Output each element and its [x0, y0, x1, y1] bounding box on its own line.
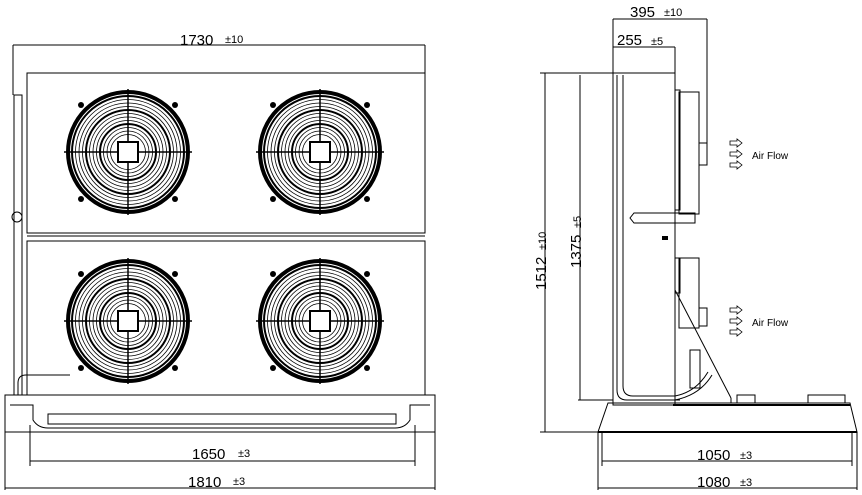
mount-bolt	[364, 102, 370, 108]
mount-bolt	[364, 196, 370, 202]
airflow-label: Air Flow	[752, 318, 789, 329]
fan-hub	[117, 141, 139, 163]
dimension-1512: 1512 ±10	[533, 72, 613, 433]
fan-hub	[117, 310, 139, 332]
fan-guard	[64, 258, 192, 384]
dimension-1080: 1080 ±3	[597, 432, 858, 491]
mount-bolt	[270, 365, 276, 371]
pipe-connection	[17, 374, 70, 395]
mount-bolt	[270, 102, 276, 108]
dim-tolerance: ±5	[572, 216, 584, 228]
dim-tolerance: ±10	[537, 232, 549, 250]
dimension-1650: 1650 ±3	[29, 425, 416, 466]
fan-motor	[698, 307, 708, 327]
mount-bolt	[172, 271, 178, 277]
dim-tolerance: ±10	[225, 34, 243, 46]
base-block	[736, 394, 756, 404]
dim-tolerance: ±3	[238, 448, 250, 460]
dim-value: 1810	[188, 474, 221, 491]
dim-tolerance: ±3	[233, 476, 245, 488]
lifting-eye	[11, 211, 23, 223]
header-pipe	[13, 94, 23, 396]
dim-value: 395	[630, 4, 655, 21]
mount-bolt	[78, 196, 84, 202]
dim-value: 1730	[180, 32, 213, 49]
base-frame	[4, 394, 436, 433]
fan-hub	[309, 141, 331, 163]
bracket	[629, 212, 696, 224]
dimension-1730: 1730 ±10	[12, 32, 426, 95]
mount-bolt	[78, 271, 84, 277]
coil-body	[612, 72, 676, 406]
arrow-icon	[729, 327, 743, 337]
dim-tolerance: ±3	[740, 450, 752, 462]
front-view: 1730 ±10 1650 ±3 1810 ±3	[4, 32, 436, 491]
mount-bolt	[172, 365, 178, 371]
arrow-icon	[729, 305, 743, 315]
dimension-395: 395 ±10	[612, 4, 708, 165]
dim-tolerance: ±3	[740, 477, 752, 489]
side-base	[597, 402, 858, 433]
dim-tolerance: ±10	[664, 7, 682, 19]
base-block	[807, 394, 846, 404]
drip-tray	[47, 413, 397, 425]
dim-value: 1650	[192, 446, 225, 463]
dimension-1050: 1050 ±3	[601, 432, 853, 466]
airflow-upper: Air Flow	[729, 138, 789, 170]
dimension-1375: 1375 ±5	[568, 75, 613, 401]
airflow-arrows	[729, 305, 743, 337]
fan-motor	[698, 142, 708, 166]
upper-panel	[26, 72, 426, 234]
dim-value: 255	[617, 32, 642, 49]
airflow-label: Air Flow	[752, 151, 789, 162]
airflow-lower: Air Flow	[729, 305, 789, 337]
dim-tolerance: ±5	[651, 36, 663, 48]
mount-bolt	[270, 271, 276, 277]
dim-value: 1512	[533, 257, 550, 290]
arrow-icon	[729, 316, 743, 326]
fan-guard	[256, 89, 384, 215]
fan-hub	[309, 310, 331, 332]
dim-value: 1080	[697, 474, 730, 491]
mount-bolt	[172, 196, 178, 202]
dim-value: 1050	[697, 447, 730, 464]
dimension-1810: 1810 ±3	[4, 432, 436, 491]
upper-fan-side	[674, 89, 708, 215]
side-view: 395 ±10 255 ±5 1512 ±10 1375 ±5	[533, 4, 858, 491]
arrow-icon	[729, 160, 743, 170]
mount-bolt	[172, 102, 178, 108]
mount-bolt	[364, 271, 370, 277]
dim-value: 1375	[568, 235, 585, 268]
arrow-icon	[729, 138, 743, 148]
mount-bolt	[78, 102, 84, 108]
fan-guard	[64, 89, 192, 215]
fan-guard	[256, 258, 384, 384]
dimension-255: 255 ±5	[613, 32, 676, 73]
airflow-arrows	[729, 138, 743, 170]
mount-bolt	[364, 365, 370, 371]
mount-bolt	[270, 196, 276, 202]
arrow-icon	[729, 149, 743, 159]
mount-bolt	[78, 365, 84, 371]
lower-fan-side	[674, 257, 708, 329]
